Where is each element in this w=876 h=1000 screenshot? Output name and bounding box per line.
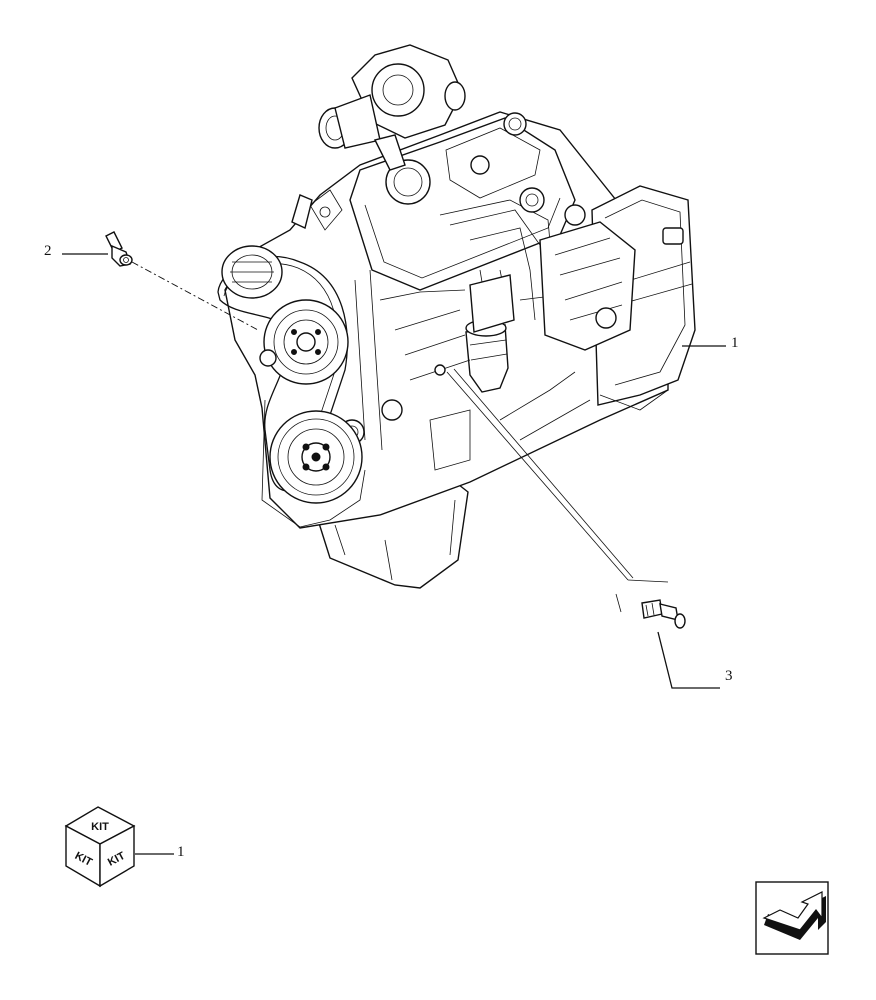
callout-3-leader <box>657 631 720 689</box>
sensor-path-step <box>627 579 669 583</box>
callout-1-number: 1 <box>731 335 739 351</box>
fitting-install-path <box>131 261 259 331</box>
engine-assembly <box>217 44 696 589</box>
sensor-install-path-2 <box>453 368 634 579</box>
turbocharger <box>318 44 466 171</box>
kit-callout-number: 1 <box>177 844 185 860</box>
sensor-install-path <box>446 371 629 581</box>
sensor-part <box>641 599 686 629</box>
alternator <box>221 245 283 299</box>
callout-2-number: 2 <box>44 243 52 259</box>
crankshaft-pulley <box>269 410 363 504</box>
sensor-path-drop <box>615 593 622 613</box>
kit-label-top: KIT <box>91 821 109 833</box>
fan-pulley <box>263 299 349 385</box>
callout-3-number: 3 <box>725 668 733 684</box>
kit-cube-icon: KIT KIT KIT <box>64 806 136 888</box>
return-arrow-icon[interactable] <box>755 881 829 955</box>
elbow-fitting-part <box>105 231 133 267</box>
